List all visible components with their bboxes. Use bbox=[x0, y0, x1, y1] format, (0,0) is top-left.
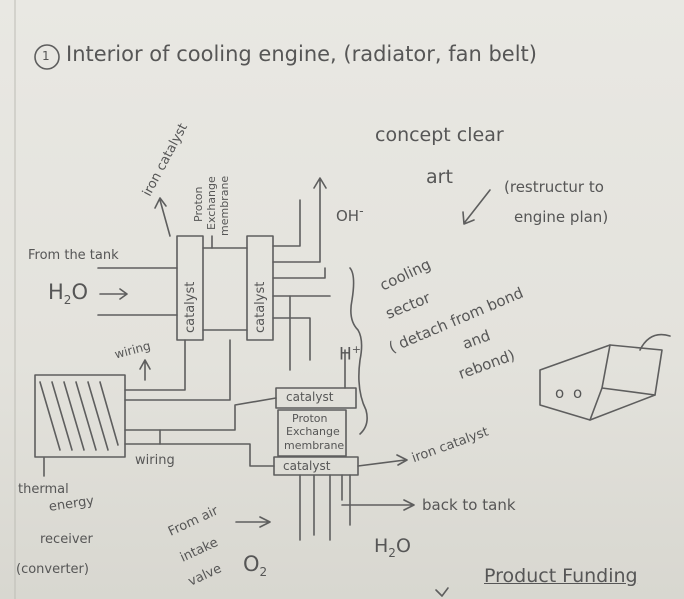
h2o-in-h: H bbox=[48, 280, 64, 304]
h2o-in-label: H2O bbox=[48, 280, 88, 307]
title-number-circle bbox=[34, 44, 60, 70]
catalyst-left-label: catalyst bbox=[183, 281, 198, 333]
membrane-label-2: membrane bbox=[284, 439, 345, 452]
iron-catalyst-arrow-right bbox=[357, 454, 408, 467]
o2-subscript: 2 bbox=[259, 565, 268, 580]
device-sketch-box bbox=[539, 344, 663, 421]
from-the-tank-label: From the tank bbox=[28, 248, 119, 263]
device-sketch-edges bbox=[589, 344, 656, 421]
art-label: art bbox=[426, 166, 453, 188]
membrane-label-1: membrane bbox=[218, 175, 231, 236]
thermal-label: thermal bbox=[18, 482, 69, 497]
converter-label: (converter) bbox=[16, 562, 89, 577]
oh-outlet-arrow bbox=[272, 177, 327, 263]
oh-text: OH bbox=[336, 207, 360, 225]
h2o-out-label: H2O bbox=[374, 535, 411, 560]
cooling-pipe-3 bbox=[272, 317, 311, 361]
cooling-sector-brace bbox=[349, 267, 368, 435]
iron-catalyst-arrow-top bbox=[154, 197, 171, 237]
h2o-out-h: H bbox=[374, 535, 389, 557]
air-intake-arrow bbox=[235, 516, 271, 528]
device-sketch-dots: o o bbox=[555, 384, 585, 402]
exchange-label-1: Exchange bbox=[205, 176, 218, 230]
catalyst-right-label: catalyst bbox=[253, 281, 268, 333]
back-to-tank-arrow bbox=[341, 499, 415, 511]
oh-pipe-left bbox=[272, 199, 301, 247]
h-plus-superscript: + bbox=[351, 343, 362, 356]
o2-label: O2 bbox=[243, 552, 267, 579]
receiver-label: receiver bbox=[40, 532, 93, 547]
title-number: 1 bbox=[42, 49, 50, 63]
cooling-pipe-1 bbox=[272, 267, 326, 279]
product-funding-label: Product Funding bbox=[484, 565, 638, 587]
wiring-bottom-label: wiring bbox=[135, 453, 175, 468]
exchange-label-2: Exchange bbox=[286, 425, 340, 438]
catalyst-lower-label: catalyst bbox=[283, 459, 331, 473]
wiring-top-line bbox=[124, 339, 186, 391]
h-plus-label: H+ bbox=[339, 343, 361, 365]
proton-label-1: Proton bbox=[192, 186, 205, 222]
concept-clear-label: concept clear bbox=[375, 124, 504, 146]
h-plus-h: H bbox=[339, 344, 352, 365]
restructure-note: (restructur to bbox=[504, 178, 604, 196]
wiring-bottom-line bbox=[124, 397, 277, 431]
page-title: Interior of cooling engine, (radiator, f… bbox=[66, 42, 537, 66]
o2-o: O bbox=[243, 552, 260, 576]
wiring-top-arrow bbox=[139, 359, 151, 381]
proton-label-2: Proton bbox=[292, 412, 328, 425]
radiator-hatch bbox=[39, 381, 119, 451]
wiring-top-line-2 bbox=[124, 339, 231, 401]
h2o-out-subscript: 2 bbox=[388, 545, 396, 560]
oh-superscript: - bbox=[359, 203, 364, 218]
restructure-arrow bbox=[462, 189, 491, 225]
radiator-box bbox=[34, 374, 126, 458]
oh-minus-label: OH- bbox=[336, 203, 364, 225]
product-funding-tick bbox=[435, 587, 449, 597]
device-sketch-cable bbox=[639, 333, 671, 351]
h2o-in-subscript: 2 bbox=[63, 293, 72, 308]
wiring-bottom-line-2 bbox=[124, 443, 275, 467]
membrane-block-lower bbox=[277, 409, 347, 457]
catalyst-block-right bbox=[246, 235, 274, 341]
catalyst-upper-label: catalyst bbox=[286, 390, 334, 404]
h2o-in-o: O bbox=[71, 280, 88, 304]
h2o-in-arrow bbox=[99, 288, 128, 300]
restructure-note-2: engine plan) bbox=[514, 208, 609, 226]
catalyst-block-left bbox=[176, 235, 204, 341]
h2o-out-o: O bbox=[395, 535, 411, 557]
back-to-tank-label: back to tank bbox=[422, 496, 516, 514]
